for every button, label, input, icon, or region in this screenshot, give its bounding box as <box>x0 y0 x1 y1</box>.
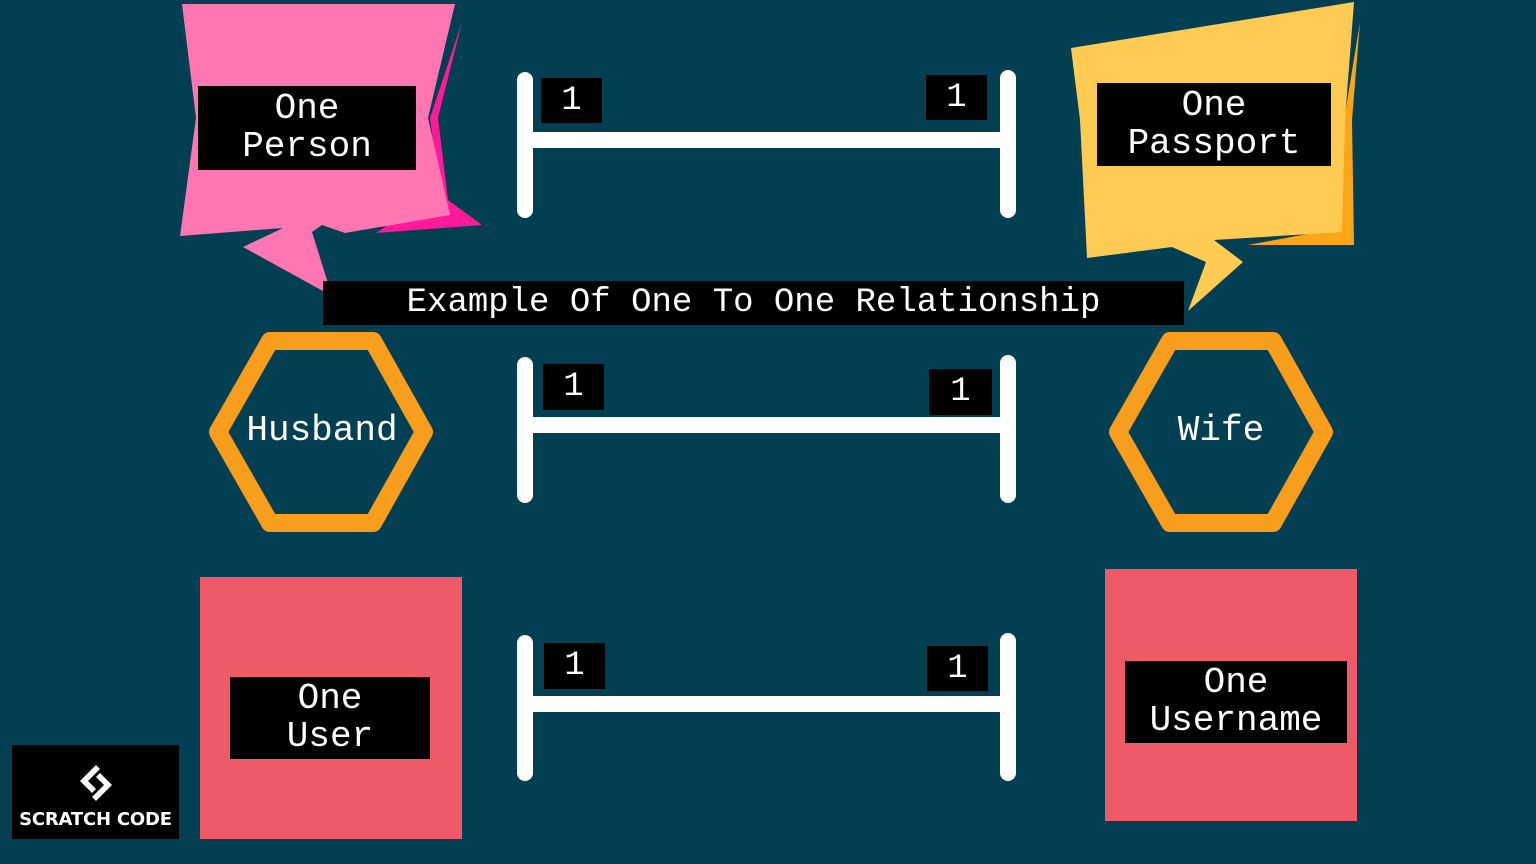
connector-user-username <box>517 633 1016 781</box>
diagram-title: Example Of One To One Relationship <box>323 281 1184 325</box>
wife-hexagon <box>1109 332 1333 532</box>
username-multiplicity: 1 <box>927 646 988 691</box>
passport-label-line-1: One <box>1181 84 1247 126</box>
husband-multiplicity: 1 <box>543 364 604 410</box>
person-label-line-2: Person <box>242 126 372 167</box>
husband-label: Husband <box>246 409 398 451</box>
user-label-line-2: User <box>286 716 374 757</box>
connector-husband-wife <box>517 355 1016 503</box>
wife-label: Wife <box>1177 409 1265 451</box>
user-label: One User <box>230 677 430 759</box>
person-multiplicity: 1 <box>541 78 602 123</box>
connector-person-passport <box>517 70 1016 218</box>
user-label-line-1: One <box>297 678 363 719</box>
husband-hexagon <box>209 332 433 532</box>
scratch-code-logo: SCRATCH CODE <box>12 745 179 839</box>
passport-label: Husband One Passport <box>1097 83 1331 166</box>
passport-bubble-shadow <box>1248 22 1360 245</box>
passport-multiplicity: 1 <box>926 75 987 120</box>
logo-text: SCRATCH CODE <box>19 809 172 830</box>
person-label: One Person <box>198 86 416 170</box>
user-multiplicity: 1 <box>544 643 605 689</box>
username-label-line-1: One <box>1203 662 1269 703</box>
username-label-line-2: Username <box>1149 700 1323 741</box>
username-label: One Username <box>1125 661 1347 743</box>
person-label-line-1: One <box>274 88 340 129</box>
wife-multiplicity: 1 <box>929 369 992 415</box>
scratch-code-logo-icon <box>80 765 112 801</box>
passport-label-line-2: Passport <box>1127 122 1301 164</box>
